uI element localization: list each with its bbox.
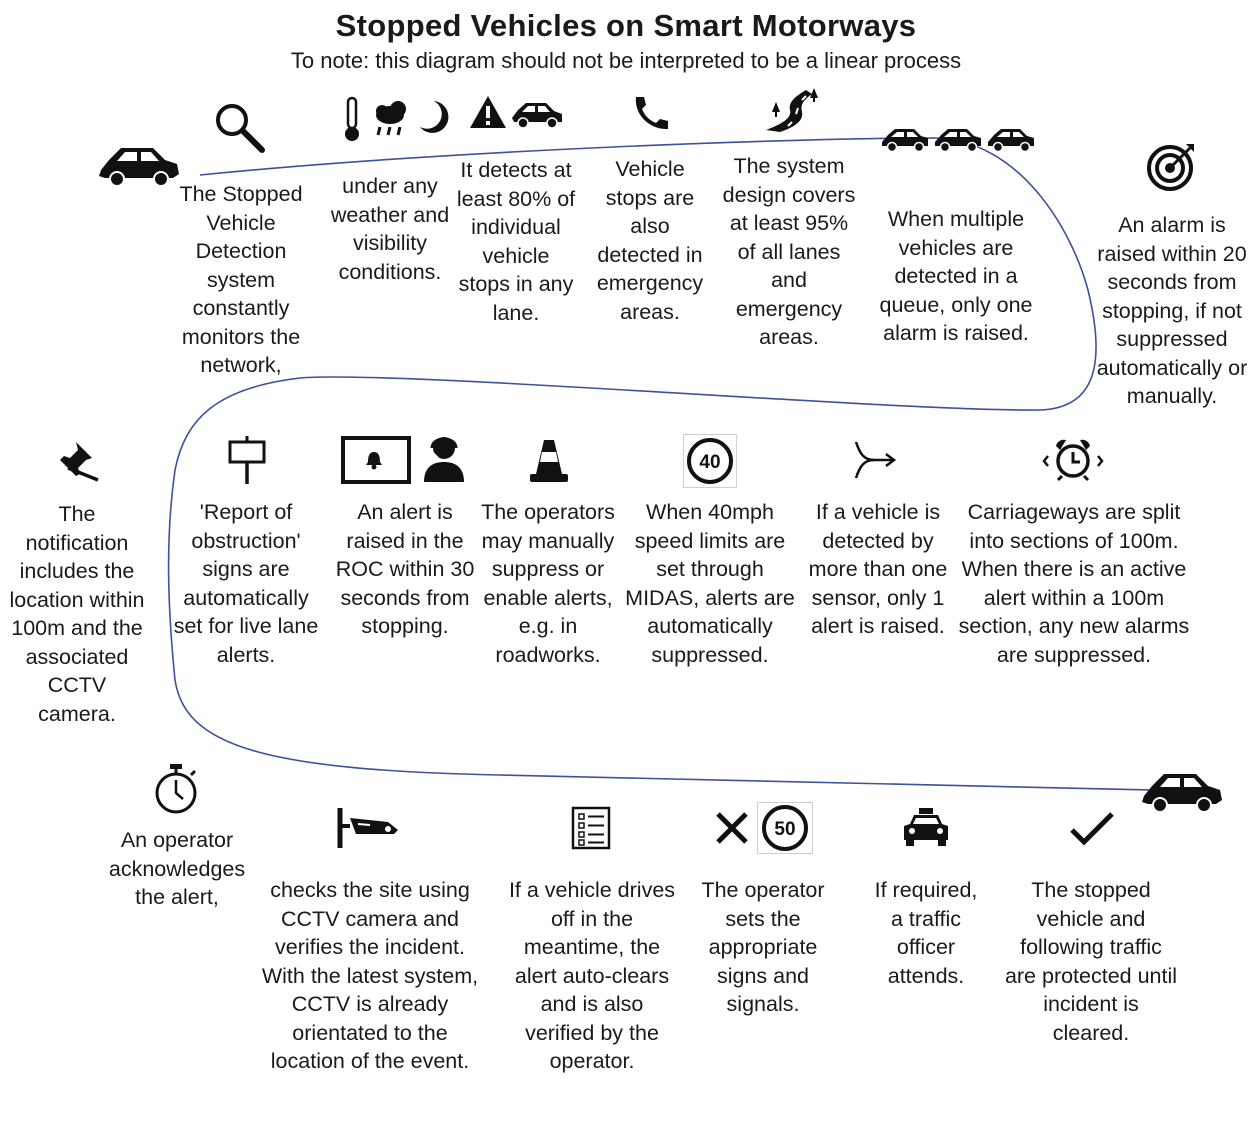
queue-cars-icon bbox=[882, 129, 1034, 153]
step-text: The operator sets the appropriate signs … bbox=[701, 878, 825, 1016]
cross-speed-50-icon: 50 bbox=[716, 802, 813, 854]
merge-arrow-icon bbox=[854, 441, 897, 479]
step-text: It detects at least 80% of individual ve… bbox=[456, 158, 576, 325]
patrol-car-icon bbox=[904, 808, 948, 846]
step-text: The system design covers at least 95% of… bbox=[722, 154, 856, 349]
step-text: The notification includes the location w… bbox=[9, 502, 145, 726]
alarm-clock-icon bbox=[1042, 439, 1104, 482]
cone-icon bbox=[530, 440, 568, 482]
step-text: An alarm is raised within 20 seconds fro… bbox=[1096, 213, 1248, 408]
speed-40-icon: 40 bbox=[683, 434, 737, 488]
checklist-icon bbox=[571, 806, 611, 850]
start-car-icon bbox=[99, 148, 179, 187]
step-text: checks the site using CCTV camera and ve… bbox=[261, 878, 479, 1073]
speed-40-label: 40 bbox=[699, 452, 720, 473]
weather-icon bbox=[345, 96, 449, 141]
step-text: If a vehicle drives off in the meantime,… bbox=[508, 878, 676, 1073]
diagram-title: Stopped Vehicles on Smart Motorways bbox=[335, 8, 917, 43]
step-text: If a vehicle is detected by more than on… bbox=[808, 500, 948, 638]
step-text: Vehicle stops are also detected in emerg… bbox=[596, 157, 704, 324]
checkmark-icon bbox=[1070, 812, 1114, 846]
target-icon bbox=[1147, 144, 1194, 191]
step-text: An alert is raised in the ROC within 30 … bbox=[335, 500, 475, 638]
magnifier-icon bbox=[216, 104, 265, 153]
step-text: 'Report of obstruction' signs are automa… bbox=[173, 500, 319, 667]
monitor-operator-icon bbox=[341, 436, 464, 484]
signpost-icon bbox=[228, 436, 266, 484]
step-text: The operators may manually suppress or e… bbox=[481, 500, 615, 667]
step-text: When multiple vehicles are detected in a… bbox=[879, 207, 1033, 345]
diagram-subtitle: To note: this diagram should not be inte… bbox=[290, 48, 962, 73]
step-text: The Stopped Vehicle Detection system con… bbox=[179, 182, 303, 377]
cctv-icon bbox=[337, 808, 398, 848]
step-text: Carriageways are split into sections of … bbox=[958, 500, 1190, 667]
step-text: under any weather and visibility conditi… bbox=[330, 174, 450, 284]
step-text: The stopped vehicle and following traffi… bbox=[1004, 878, 1178, 1045]
speed-50-label: 50 bbox=[774, 819, 795, 840]
end-car-icon bbox=[1142, 774, 1222, 813]
warning-car-icon bbox=[470, 96, 562, 129]
step-text: An operator acknowledges the alert, bbox=[108, 828, 246, 909]
step-text: When 40mph speed limits are set through … bbox=[625, 500, 795, 667]
stopwatch-icon bbox=[155, 764, 197, 814]
phone-icon bbox=[635, 97, 668, 130]
pin-icon bbox=[60, 442, 99, 482]
step-text: If required, a traffic officer attends. bbox=[874, 878, 978, 988]
road-icon bbox=[766, 88, 818, 132]
